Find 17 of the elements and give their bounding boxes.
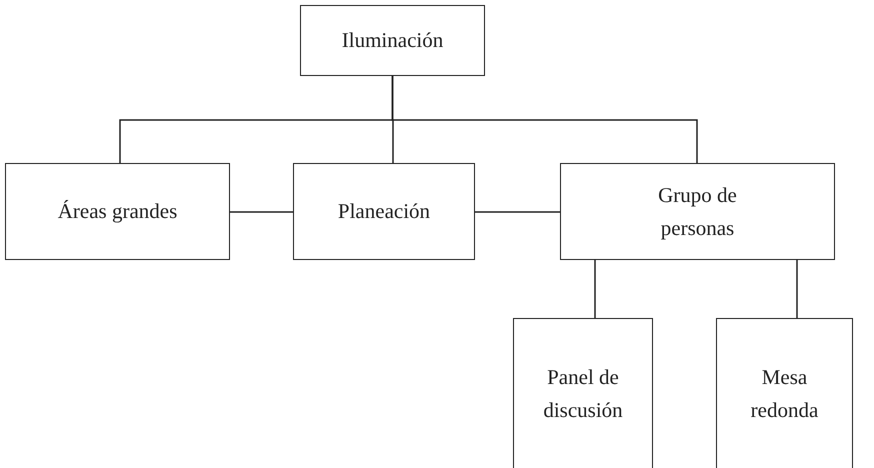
- connector-line: [230, 211, 293, 213]
- connector-line: [796, 260, 798, 318]
- connector-line: [475, 211, 560, 213]
- concept-box: [560, 163, 835, 260]
- box-label: Áreas grandes: [58, 199, 178, 224]
- box-label: Panel de discusión: [543, 364, 623, 422]
- connector-line: [594, 260, 596, 318]
- concept-box: [300, 5, 485, 76]
- concept-box: [513, 318, 653, 468]
- box-label: Grupo de personas: [658, 182, 737, 240]
- box-label: Planeación: [338, 199, 430, 224]
- concept-box: [5, 163, 230, 260]
- concept-box: [293, 163, 475, 260]
- box-label: Iluminación: [342, 28, 444, 52]
- connector-line: [392, 76, 698, 163]
- box-label: Mesa redonda: [750, 364, 818, 422]
- concept-box: [716, 318, 853, 468]
